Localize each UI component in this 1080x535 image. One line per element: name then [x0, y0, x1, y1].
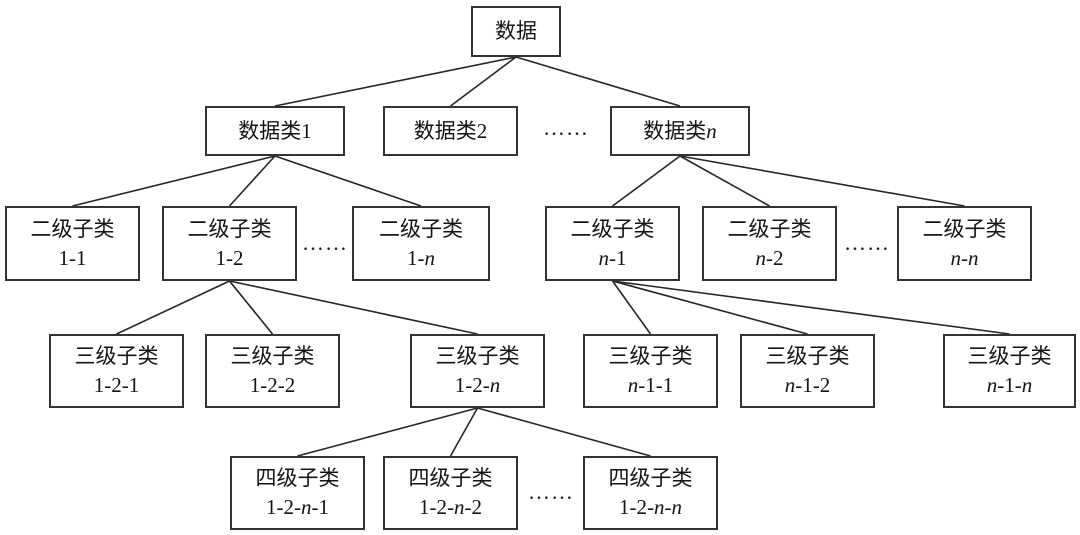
tree-node-sub4-1-2-n-n: 四级子类 1-2-n-n — [583, 456, 718, 530]
edge-sub2-1-2--sub3-1-2-1 — [116, 280, 230, 335]
node-code: 1 — [301, 118, 312, 143]
ellipsis-dots: …… — [543, 115, 589, 140]
node-code: n-1-n — [986, 373, 1033, 397]
tree-node-sub2-1-2: 二级子类 1-2 — [162, 206, 297, 281]
node-code: 1-2-n-2 — [419, 495, 482, 519]
node-label: 四级子类 — [255, 466, 340, 491]
ellipsis-dots: …… — [302, 230, 348, 255]
edge-sub2-n-1--sub3-n-1-1 — [611, 280, 652, 335]
node-label: 三级子类 — [765, 344, 850, 369]
node-label: 数据 — [495, 19, 537, 44]
node-label: 三级子类 — [74, 344, 159, 369]
tree-node-sub2-n-1: 二级子类 n-1 — [545, 206, 680, 281]
node-label: 数据类 — [643, 118, 707, 143]
node-code: 1-2-n-1 — [266, 495, 329, 519]
node-code: 1-n — [407, 245, 435, 270]
tree-node-sub3-1-2-1: 三级子类 1-2-1 — [49, 334, 184, 408]
edge-class-n--sub2-n-1 — [612, 155, 681, 207]
edge-sub3-1-2-n--sub4-1-2-n-1 — [297, 407, 478, 457]
node-label: 二级子类 — [727, 216, 812, 241]
node-code: n-1-1 — [627, 373, 674, 397]
node-label: 二级子类 — [922, 216, 1007, 241]
node-code: n-2 — [755, 245, 784, 270]
node-label: 二级子类 — [187, 216, 272, 241]
node-label: 三级子类 — [608, 344, 693, 369]
tree-node-sub3-n-1-1: 三级子类 n-1-1 — [583, 334, 718, 408]
edge-sub3-1-2-n--sub4-1-2-n-2 — [449, 407, 479, 457]
node-label: 四级子类 — [408, 466, 493, 491]
edge-class-n--sub2-n-n — [679, 155, 965, 207]
node-code: 1-2-2 — [249, 373, 296, 397]
node-code: n-1-2 — [784, 373, 831, 397]
tree-node-sub4-1-2-n-1: 四级子类 1-2-n-1 — [230, 456, 365, 530]
node-label: 数据类 — [238, 118, 302, 143]
ellipsis-dots: …… — [844, 230, 890, 255]
node-code: 2 — [476, 118, 488, 143]
node-code: 1-2-n-n — [619, 495, 682, 519]
node-label: 三级子类 — [967, 344, 1052, 369]
edge-sub2-n-1--sub3-n-1-2 — [612, 280, 808, 335]
edge-class-1--sub2-1-n — [274, 155, 422, 207]
tree-node-sub3-1-2-2: 三级子类 1-2-2 — [205, 334, 340, 408]
node-label: 三级子类 — [230, 344, 315, 369]
edge-sub3-1-2-n--sub4-1-2-n-n — [477, 407, 651, 457]
node-code: 1-1 — [58, 245, 87, 270]
edge-class-1--sub2-1-2 — [228, 155, 276, 207]
node-code: n-n — [950, 245, 979, 270]
node-label: 三级子类 — [435, 344, 520, 369]
edge-sub2-1-2--sub3-1-2-n — [229, 280, 478, 335]
node-label: 二级子类 — [30, 216, 115, 241]
tree-node-sub3-1-2-n: 三级子类 1-2-n — [410, 334, 545, 408]
edge-sub2-n-1--sub3-n-1-n — [612, 280, 1010, 335]
tree-node-sub2-n-2: 二级子类 n-2 — [702, 206, 837, 281]
node-label: 二级子类 — [379, 216, 463, 241]
tree-node-sub3-n-1-2: 三级子类 n-1-2 — [740, 334, 875, 408]
edge-root--class-2 — [450, 56, 517, 107]
node-label: 二级子类 — [570, 216, 655, 241]
node-label: 四级子类 — [608, 466, 693, 491]
edge-root--class-n — [515, 56, 681, 107]
tree-node-sub2-n-n: 二级子类 n-n — [897, 206, 1032, 281]
node-code: 1-2 — [215, 245, 244, 270]
tree-node-sub3-n-1-n: 三级子类 n-1-n — [943, 334, 1076, 408]
node-label: 数据类 — [413, 118, 477, 143]
edge-class-1--sub2-1-1 — [72, 155, 276, 207]
ellipsis-dots: …… — [528, 479, 574, 504]
node-code: n-1 — [598, 245, 627, 270]
edge-sub2-1-2--sub3-1-2-2 — [228, 280, 274, 335]
edge-class-n--sub2-n-2 — [679, 155, 770, 207]
node-code: n — [706, 118, 717, 143]
tree-node-sub2-1-n: 二级子类 1-n — [352, 206, 490, 281]
tree-node-root: 数据 — [471, 6, 561, 57]
tree-node-sub4-1-2-n-2: 四级子类 1-2-n-2 — [383, 456, 518, 530]
edge-root--class-1 — [274, 56, 517, 107]
node-code: 1-2-n — [454, 373, 501, 397]
tree-node-sub2-1-1: 二级子类 1-1 — [5, 206, 140, 281]
node-code: 1-2-1 — [93, 373, 140, 397]
